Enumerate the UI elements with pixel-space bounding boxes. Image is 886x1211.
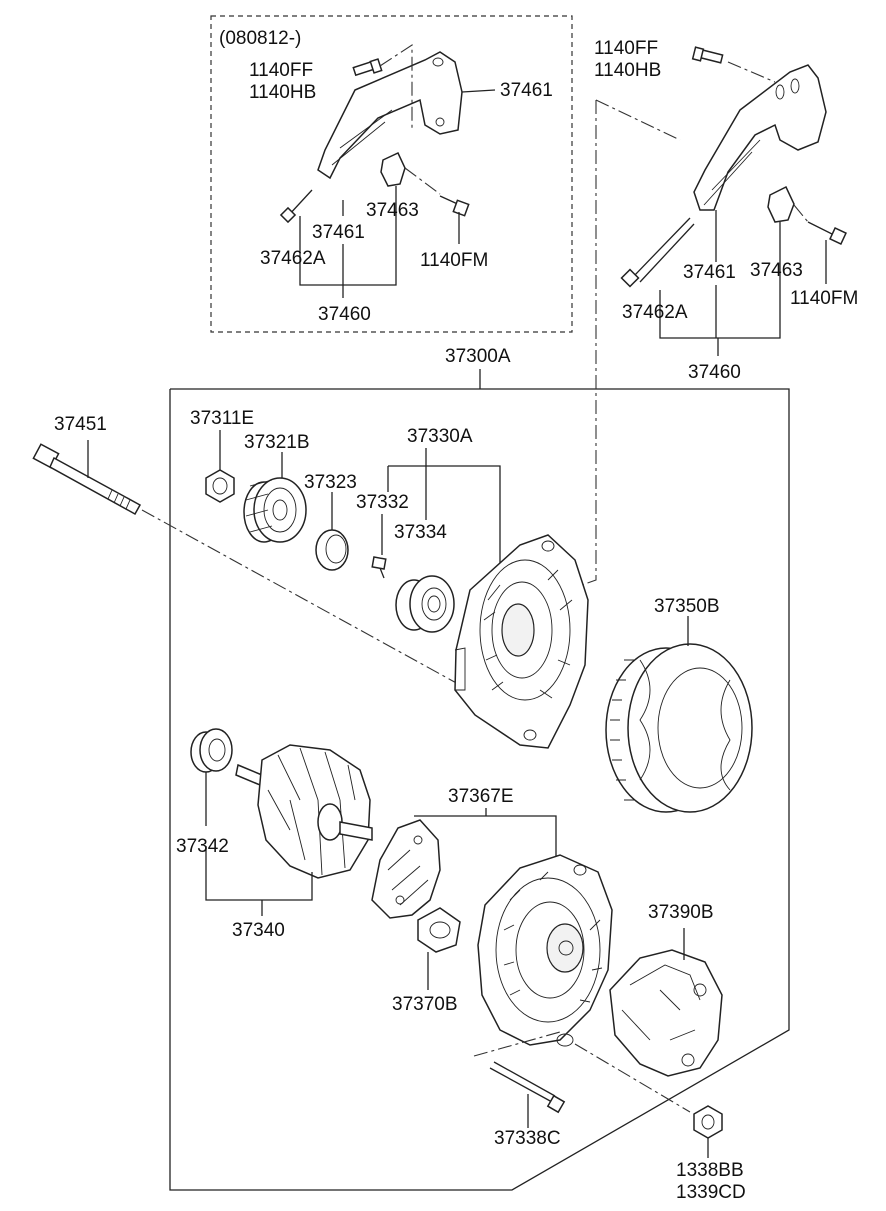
- bolt-long-a-icon: [279, 189, 313, 224]
- label-screw: 37332: [356, 492, 409, 513]
- stator-icon: [605, 616, 753, 813]
- front-bearing-icon: [395, 575, 455, 633]
- bolt-ff-b-icon: [691, 46, 724, 64]
- label-bolt-fm-b: 1140FM: [790, 288, 858, 309]
- bracket-a-shape: [317, 51, 463, 180]
- screw-icon: [371, 556, 387, 579]
- label-bolt-fm-a: 1140FM: [420, 250, 488, 271]
- label-spacer: 37323: [304, 472, 357, 493]
- rectifier-icon: [371, 819, 441, 919]
- label-brush-holder: 37370B: [392, 994, 458, 1015]
- rear-cover-icon: [609, 928, 723, 1077]
- rear-housing-icon: [477, 854, 613, 1047]
- bolt-fm-b-icon: [807, 221, 847, 245]
- label-through-bolt: 37451: [54, 414, 107, 435]
- bracket-kit-a: [279, 43, 496, 298]
- bracket-a-rib: [331, 109, 393, 166]
- bracket-a-hole-top: [432, 57, 444, 67]
- label-front-bracket-assy: 37330A: [407, 426, 473, 447]
- alternator-assy-frame: [169, 388, 790, 1191]
- label-rear-bracket-assy: 37367E: [448, 786, 514, 807]
- label-alternator-assy: 37300A: [445, 346, 511, 367]
- label-front-bearing: 37334: [394, 522, 447, 543]
- label-bolt-long-b: 37462A: [622, 302, 688, 323]
- pulley-icon: [243, 452, 307, 543]
- label-pulley-nut: 37311E: [190, 408, 254, 429]
- label-rotor-bearing: 37342: [176, 836, 229, 857]
- bushing-b-shape: [767, 185, 795, 223]
- label-bracket-a-inner: 37461: [312, 222, 365, 243]
- label-bolt-ff-a: 1140FF: [249, 60, 313, 81]
- rotor-bearing-icon: [190, 728, 233, 826]
- bolt-long-b-icon: [620, 217, 695, 288]
- spacer-icon: [315, 492, 349, 571]
- label-nut-a: 1338BB: [676, 1160, 744, 1181]
- label-kit-date: (080812-): [219, 28, 301, 49]
- bolt-fm-a-icon: [439, 195, 470, 217]
- front-housing-icon: [454, 534, 589, 749]
- label-bracket-a: 37461: [500, 80, 553, 101]
- label-bracket-assy-a: 37460: [318, 304, 371, 325]
- kit-dashed-frame: [210, 15, 573, 333]
- label-stator: 37350B: [654, 596, 720, 617]
- label-bracket-assy-b: 37460: [688, 362, 741, 383]
- bolt-ff-a-icon: [352, 58, 383, 77]
- rear-bolt-icon: [473, 1031, 566, 1128]
- bracket-a-hole: [435, 117, 445, 127]
- label-rotor-assy: 37340: [232, 920, 285, 941]
- label-bolt-long-a: 37462A: [260, 248, 326, 269]
- nut-icon: [574, 1043, 723, 1158]
- label-rear-bolt: 37338C: [494, 1128, 561, 1149]
- label-bolt-ff-b: 1140FF: [594, 38, 658, 59]
- rotor-icon: [205, 744, 373, 916]
- brush-holder-icon: [417, 907, 461, 990]
- label-bushing-b: 37463: [750, 260, 803, 281]
- label-bolt-hb-a: 1140HB: [249, 82, 316, 103]
- pulley-nut-icon: [205, 430, 235, 503]
- label-pulley: 37321B: [244, 432, 310, 453]
- bracket-kit-b: [620, 46, 847, 356]
- label-bolt-hb-b: 1140HB: [594, 60, 661, 81]
- label-nut-b: 1339CD: [676, 1182, 746, 1203]
- bracket-b-slot-2: [790, 78, 800, 94]
- label-bushing-a: 37463: [366, 200, 419, 221]
- through-bolt-icon: [32, 440, 461, 686]
- bushing-a-shape: [380, 152, 406, 187]
- bracket-b-slot-1: [775, 84, 785, 100]
- label-bracket-b-inner: 37461: [683, 262, 736, 283]
- label-rear-cover: 37390B: [648, 902, 714, 923]
